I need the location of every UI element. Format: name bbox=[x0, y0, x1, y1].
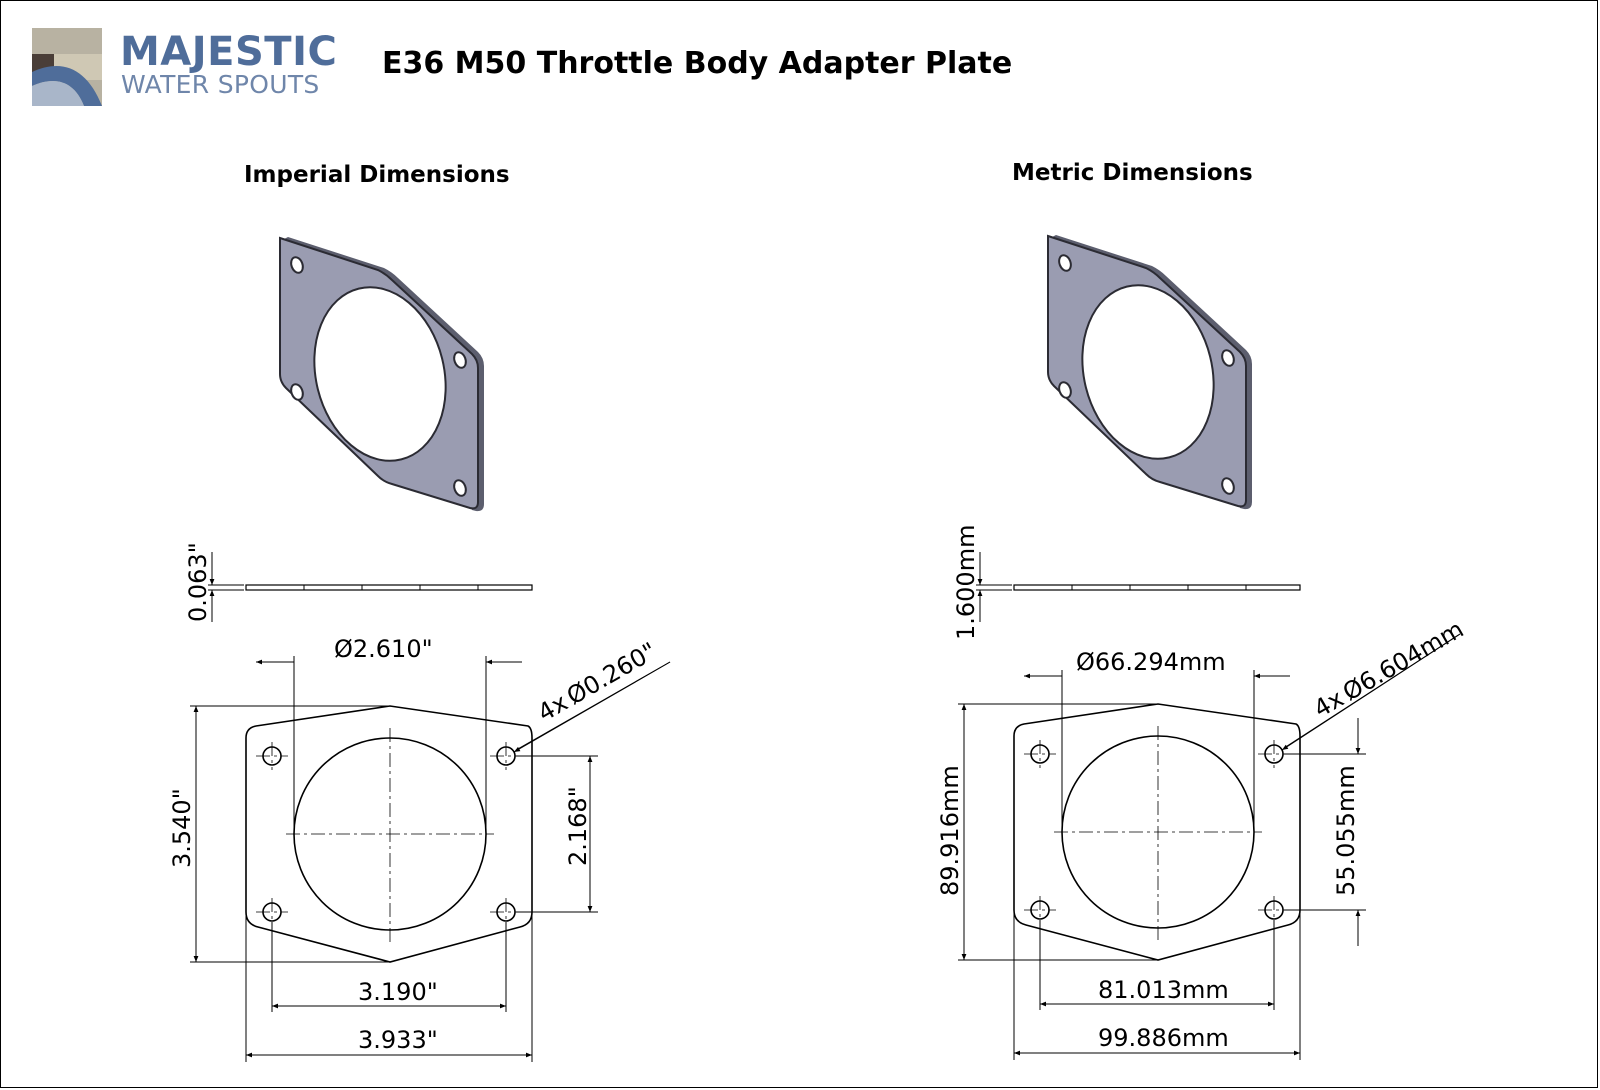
imperial-thickness-label: 0.063" bbox=[184, 542, 212, 622]
imperial-bore-diameter-label: 2.610" bbox=[353, 635, 433, 663]
metric-front-view bbox=[958, 633, 1461, 1060]
imperial-overall-height-label: 3.540" bbox=[168, 788, 196, 868]
metric-section-title: Metric Dimensions bbox=[1012, 160, 1253, 186]
metric-hole-vertical-spacing-label: 55.055mm bbox=[1332, 765, 1360, 896]
imperial-isometric-view bbox=[279, 236, 484, 512]
logo-wordmark: MAJESTIC bbox=[120, 29, 338, 75]
svg-text:Ø2.610": Ø2.610" bbox=[334, 635, 433, 663]
imperial-hole-vertical-spacing-label: 2.168" bbox=[564, 786, 592, 866]
metric-hole-callout: 4xØ6.604mm bbox=[1309, 615, 1468, 723]
svg-text:4xØ6.604mm: 4xØ6.604mm bbox=[1309, 615, 1468, 723]
imperial-overall-width-label: 3.933" bbox=[358, 1026, 438, 1054]
metric-overall-width-label: 99.886mm bbox=[1098, 1024, 1229, 1052]
metric-thickness-label: 1.600mm bbox=[952, 525, 980, 640]
metric-hole-diameter-label: 6.604mm bbox=[1354, 615, 1468, 697]
imperial-hole-callout: 4xØ0.260" bbox=[533, 637, 661, 727]
metric-overall-height-label: 89.916mm bbox=[936, 765, 964, 896]
metric-isometric-view bbox=[1047, 234, 1252, 510]
metric-bore-diameter-label: 66.294mm bbox=[1095, 648, 1226, 676]
imperial-side-view bbox=[208, 552, 533, 622]
svg-text:4xØ0.260": 4xØ0.260" bbox=[533, 637, 661, 727]
metric-bore-callout: Ø66.294mm bbox=[1076, 648, 1226, 676]
imperial-section-title: Imperial Dimensions bbox=[244, 162, 510, 188]
metric-side-view bbox=[976, 552, 1301, 622]
svg-text:Ø66.294mm: Ø66.294mm bbox=[1076, 648, 1226, 676]
imperial-bore-callout: Ø2.610" bbox=[334, 635, 433, 663]
imperial-front-view bbox=[190, 656, 671, 1062]
metric-hole-horizontal-spacing-label: 81.013mm bbox=[1098, 976, 1229, 1004]
imperial-hole-horizontal-spacing-label: 3.190" bbox=[358, 978, 438, 1006]
page-title: E36 M50 Throttle Body Adapter Plate bbox=[382, 46, 1013, 81]
logo-tagline: WATER SPOUTS bbox=[121, 70, 320, 99]
majestic-water-spouts-logo bbox=[32, 28, 102, 106]
